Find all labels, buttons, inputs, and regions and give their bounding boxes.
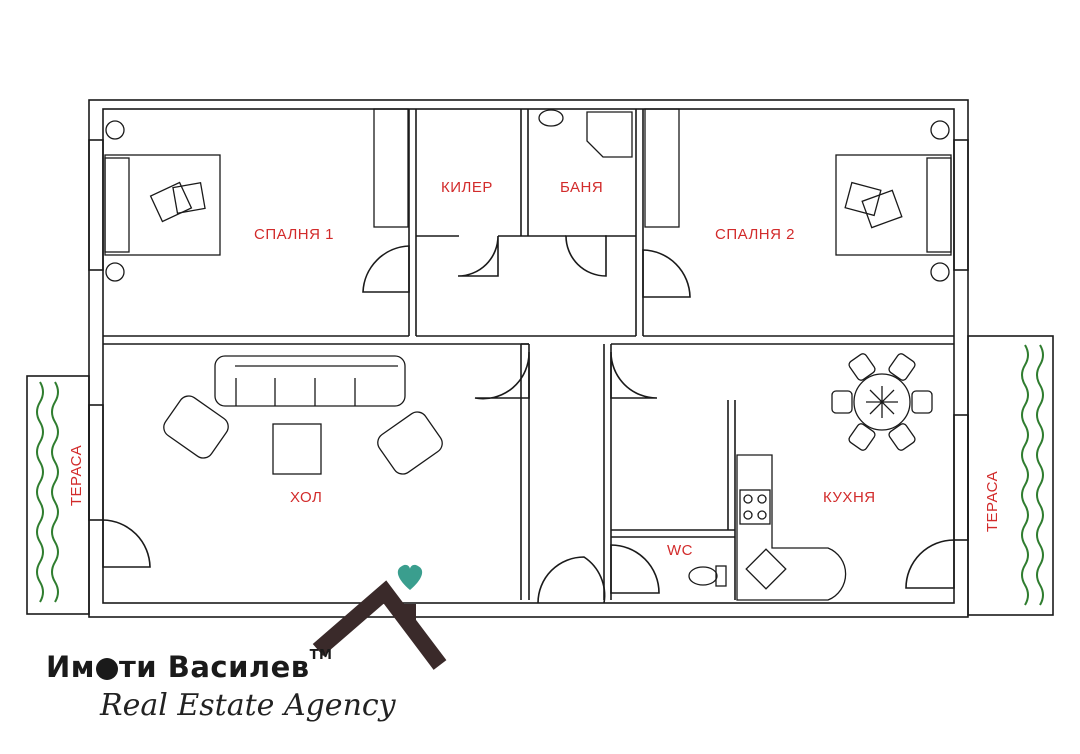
sofa [214,355,406,407]
brand-name-part1: Им [46,650,95,684]
plant-right-2 [1036,344,1044,606]
door-terrace-right [905,539,955,589]
table-decor [866,386,898,418]
chimney-icon [404,604,416,630]
chair-4 [888,353,916,381]
chair-2 [911,390,933,414]
nightstand-1b [105,262,125,282]
terrace-left-outline [26,375,90,615]
bed-1 [104,154,221,256]
stove [739,489,771,525]
chair-3 [848,353,876,381]
headboard-1 [104,157,130,253]
brand-house-o-icon [95,658,118,680]
plant-left-2 [51,381,59,603]
toilet [688,566,718,586]
plant-left-1 [36,381,44,603]
trademark: TM [309,648,333,663]
door-wc [610,544,660,594]
chair-1 [831,390,853,414]
brand-tagline: Real Estate Agency [100,688,396,723]
furniture [104,108,952,601]
door-bedroom1 [362,245,410,293]
hall-walls [520,343,612,600]
nightstand-1a [105,120,125,140]
bed-2 [835,154,952,256]
door-storage [457,235,499,277]
dining-table [853,373,911,431]
sofa-cushions [235,365,398,406]
closet-bath-walls [416,109,636,237]
window-living [88,404,104,521]
room-label-bedroom2: СПАЛНЯ 2 [715,226,795,243]
headboard-2 [926,157,952,253]
pillow-1 [149,181,193,223]
window-kitchen [953,414,969,541]
wardrobe-1 [373,108,409,228]
coffee-table [272,423,322,475]
room-label-terrace-left: ТЕРАСА [68,444,86,507]
burner-1 [743,494,753,504]
burner-2 [757,494,767,504]
walls [26,99,1054,618]
window-bedroom2 [953,139,969,271]
room-label-bedroom1: СПАЛНЯ 1 [254,226,334,243]
roof-icon [312,580,447,670]
terrace-right-outline [967,335,1054,616]
room-label-kitchen: КУХНЯ [823,489,876,506]
pillow-3 [844,181,882,217]
toilet-tank [715,565,727,587]
wardrobe-2 [644,108,680,228]
room-label-bathroom: БАНЯ [560,179,604,196]
burner-4 [757,510,767,520]
logo-mark [312,564,447,670]
door-living [474,351,530,400]
armchair-right [377,411,443,475]
chair-6 [888,423,916,451]
room-label-storage: КИЛЕР [441,179,493,196]
heart-icon [397,564,423,590]
wc-walls [611,400,736,600]
pillow-2 [172,182,206,214]
brand-name: Им ти ВасилевTM [46,648,333,684]
kitchen-sink [745,548,787,590]
pillow-4 [861,189,903,229]
kitchen-counter [736,454,847,601]
armchair-left [163,395,229,459]
interior-walls-top [103,109,954,345]
room-label-wc: WC [667,542,693,559]
door-terrace-left [102,519,151,568]
door-bedroom2 [642,249,691,298]
door-kitchen [610,351,658,399]
sink [538,109,564,127]
door-entrance [537,556,606,604]
chair-5 [848,423,876,451]
nightstand-2b [930,262,950,282]
shower [586,111,633,158]
window-bedroom1 [88,139,104,271]
nightstand-2a [930,120,950,140]
room-label-terrace-right: ТЕРАСА [984,470,1002,533]
burner-3 [743,510,753,520]
terrace-plants [36,344,1044,606]
room-label-living: ХОЛ [290,489,323,506]
door-bathroom [565,235,607,277]
brand-name-part2: ти Василев [118,650,310,684]
plant-right-1 [1021,344,1029,606]
